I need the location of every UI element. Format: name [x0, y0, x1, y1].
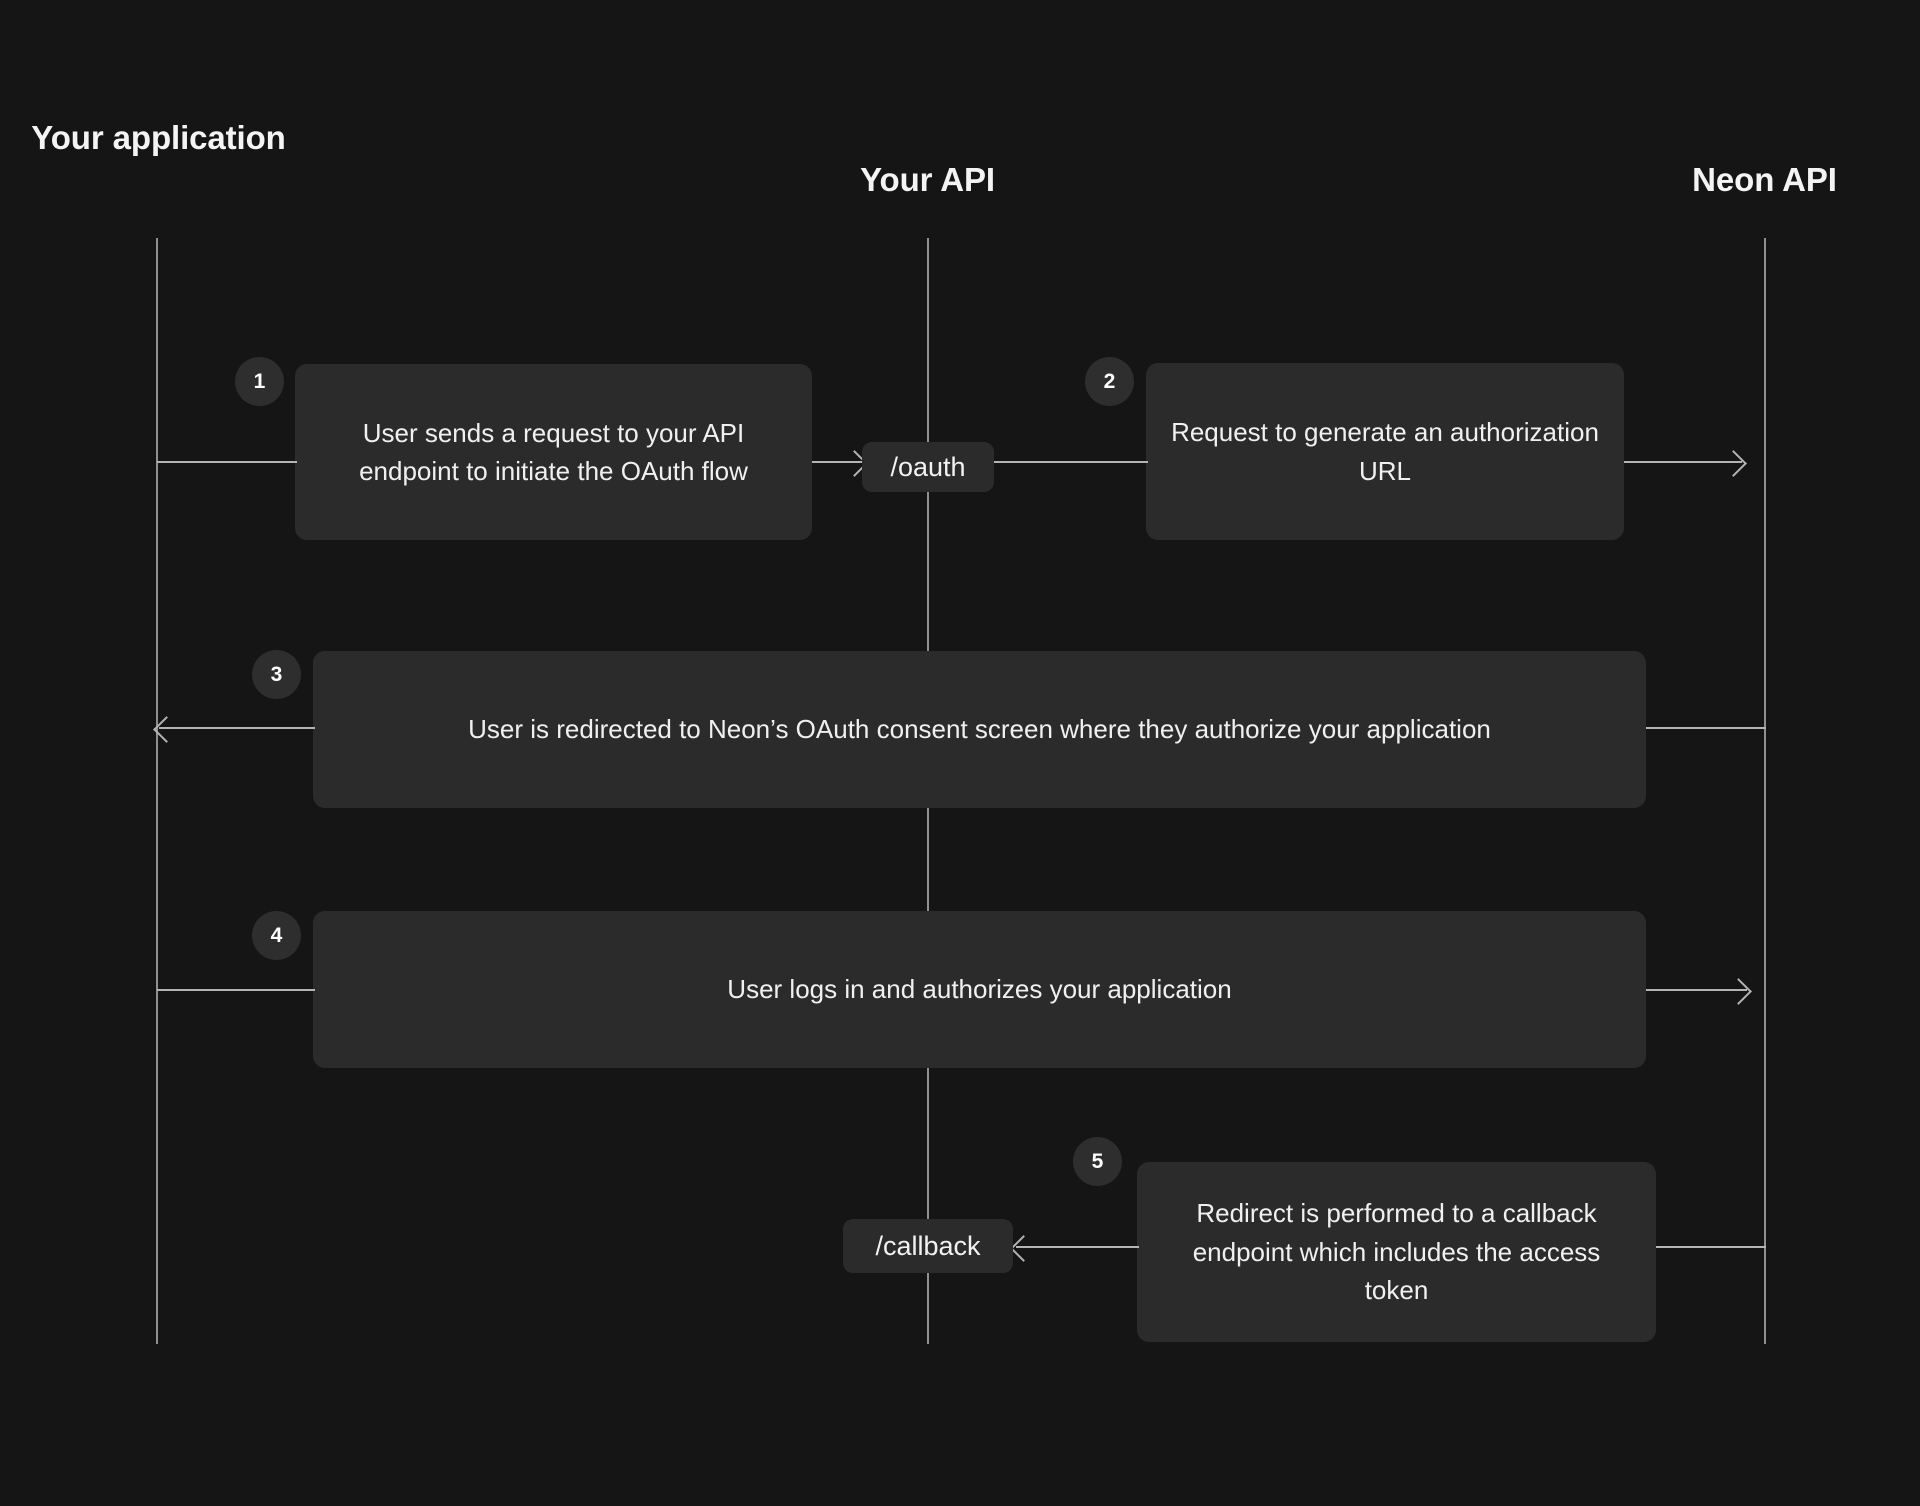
step-badge-5: 5 — [1073, 1137, 1122, 1186]
step-text-1: User sends a request to your API endpoin… — [359, 417, 748, 486]
step-box-3: User is redirected to Neon’s OAuth conse… — [313, 651, 1646, 808]
step-badge-2: 2 — [1085, 357, 1134, 406]
step-box-1: User sends a request to your API endpoin… — [295, 364, 812, 540]
endpoint-label-oauth: /oauth — [890, 451, 966, 482]
column-title-neon-api: Neon API — [1692, 161, 1837, 198]
endpoint-label-callback: /callback — [875, 1230, 981, 1261]
arrowhead-to-neon-step2 — [1720, 450, 1747, 477]
lifeline-neon-api — [1764, 238, 1766, 1344]
connector-oauth-to-step2 — [992, 461, 1148, 463]
step-text-3: User is redirected to Neon’s OAuth conse… — [468, 714, 1491, 745]
step-badge-1: 1 — [235, 357, 284, 406]
column-title-your-api: Your API — [860, 161, 995, 198]
endpoint-pill-oauth[interactable]: /oauth — [862, 442, 994, 492]
connector-step4-to-neon — [1646, 989, 1747, 991]
connector-step3-to-app — [159, 727, 315, 729]
endpoint-pill-callback[interactable]: /callback — [843, 1219, 1013, 1273]
arrowhead-to-neon-step4 — [1725, 978, 1752, 1005]
step-text-4: User logs in and authorizes your applica… — [727, 974, 1232, 1005]
step-box-4: User logs in and authorizes your applica… — [313, 911, 1646, 1068]
step-text-2: Request to generate an authorization URL — [1171, 417, 1599, 486]
connector-step2-to-neon — [1624, 461, 1742, 463]
connector-app-to-step4 — [157, 989, 315, 991]
connector-app-to-step1 — [157, 461, 297, 463]
column-title-your-application: Your application — [31, 119, 286, 156]
step-badge-4: 4 — [252, 911, 301, 960]
arrowhead-to-callback — [1010, 1235, 1037, 1262]
lifeline-your-application — [156, 238, 158, 1344]
step-text-5: Redirect is performed to a callback endp… — [1192, 1198, 1601, 1306]
step-box-5: Redirect is performed to a callback endp… — [1137, 1162, 1656, 1342]
connector-step5-to-callback — [1016, 1246, 1139, 1248]
connector-step1-to-oauth — [812, 461, 864, 463]
connector-step3-to-neon — [1646, 727, 1766, 729]
connector-neon-to-step5 — [1656, 1246, 1766, 1248]
step-badge-3: 3 — [252, 650, 301, 699]
step-box-2: Request to generate an authorization URL — [1146, 363, 1624, 540]
